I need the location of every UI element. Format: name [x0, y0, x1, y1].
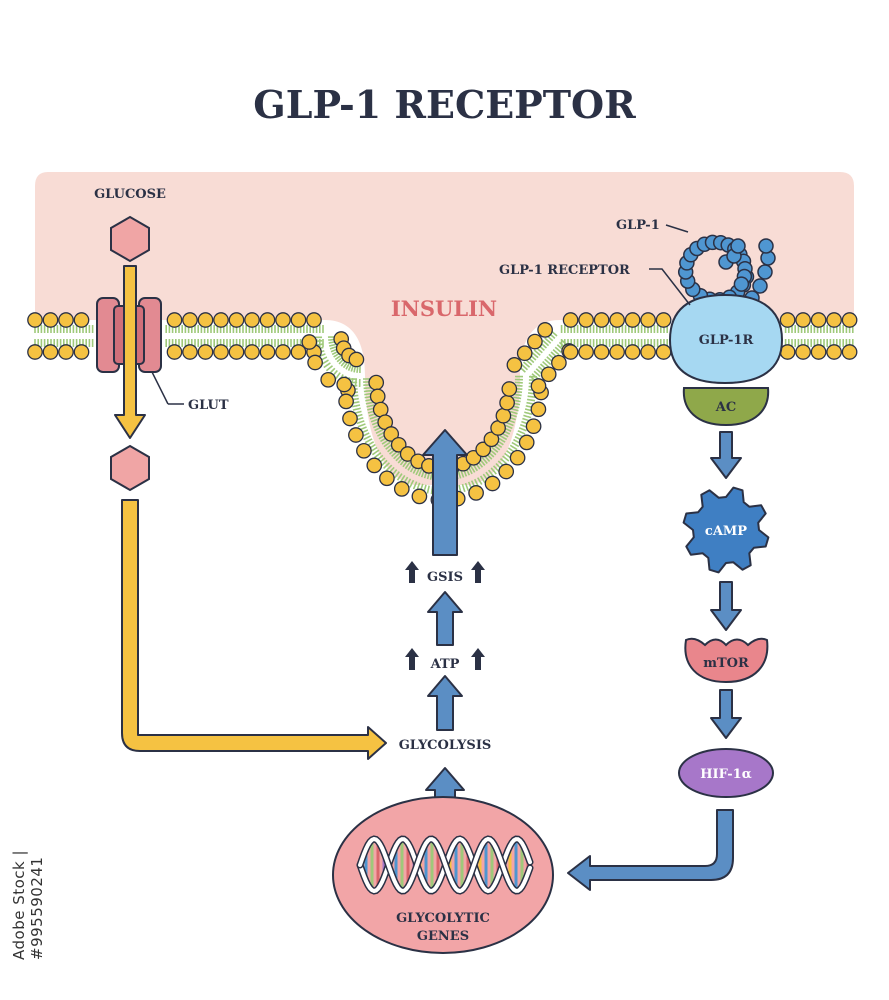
signal-arrows [567, 431, 742, 891]
glp1-receptor-label: GLP-1 RECEPTOR [499, 263, 630, 278]
mtor-to-hif-arrow [710, 689, 742, 739]
insulin-label: INSULIN [391, 296, 497, 321]
stock-watermark: Adobe Stock | #995590241 [10, 849, 46, 960]
glp1-receptor [668, 293, 784, 385]
glut-label: GLUT [188, 398, 229, 413]
glp1-label: GLP-1 [616, 218, 660, 233]
glucose-to-glycolysis-arrow [121, 499, 387, 760]
glp1-receptor-leader-line [649, 268, 691, 306]
glp1r-label: GLP-1R [699, 333, 754, 348]
hif1a-label: HIF-1α [700, 767, 751, 782]
camp-label: cAMP [705, 524, 747, 539]
glucose-transport-arrow [114, 265, 146, 439]
glp1-leader-line [665, 224, 689, 233]
atp-up-arrow-right [471, 648, 485, 670]
camp-to-mtor-arrow [710, 581, 742, 631]
mtor-shape [684, 637, 769, 684]
glut-leader-line [151, 371, 169, 405]
gsis-label: GSIS [427, 570, 463, 585]
dna-helix [356, 835, 534, 895]
atp-to-gsis-arrow [427, 591, 463, 646]
extracellular-space [35, 172, 854, 485]
glucose-label: GLUCOSE [94, 187, 166, 202]
glycolytic-label: GLYCOLYTIC [396, 911, 490, 926]
ac-to-camp-arrow [710, 431, 742, 479]
ac-label: AC [715, 400, 736, 415]
gsis-up-arrow-left [405, 561, 419, 583]
diagram-title: GLP-1 RECEPTOR [253, 82, 636, 127]
mtor-label: mTOR [703, 656, 749, 671]
gsis-to-insulin-arrow [422, 429, 468, 556]
increase-arrows [405, 561, 485, 670]
genes-label: GENES [417, 929, 469, 944]
glucose-molecule [110, 215, 150, 263]
atp-up-arrow-left [405, 648, 419, 670]
glucose-molecule-intracellular [110, 444, 150, 492]
glycolysis-label: GLYCOLYSIS [399, 738, 492, 753]
lipid-heads [27, 312, 858, 508]
atp-label: ATP [430, 657, 460, 672]
gsis-up-arrow-right [471, 561, 485, 583]
hif1a-shape [678, 748, 774, 798]
camp-gear [682, 486, 770, 574]
hif-to-genes-arrow [567, 809, 734, 891]
adenylyl-cyclase [682, 387, 770, 427]
glycolysis-to-atp-arrow [427, 675, 463, 731]
